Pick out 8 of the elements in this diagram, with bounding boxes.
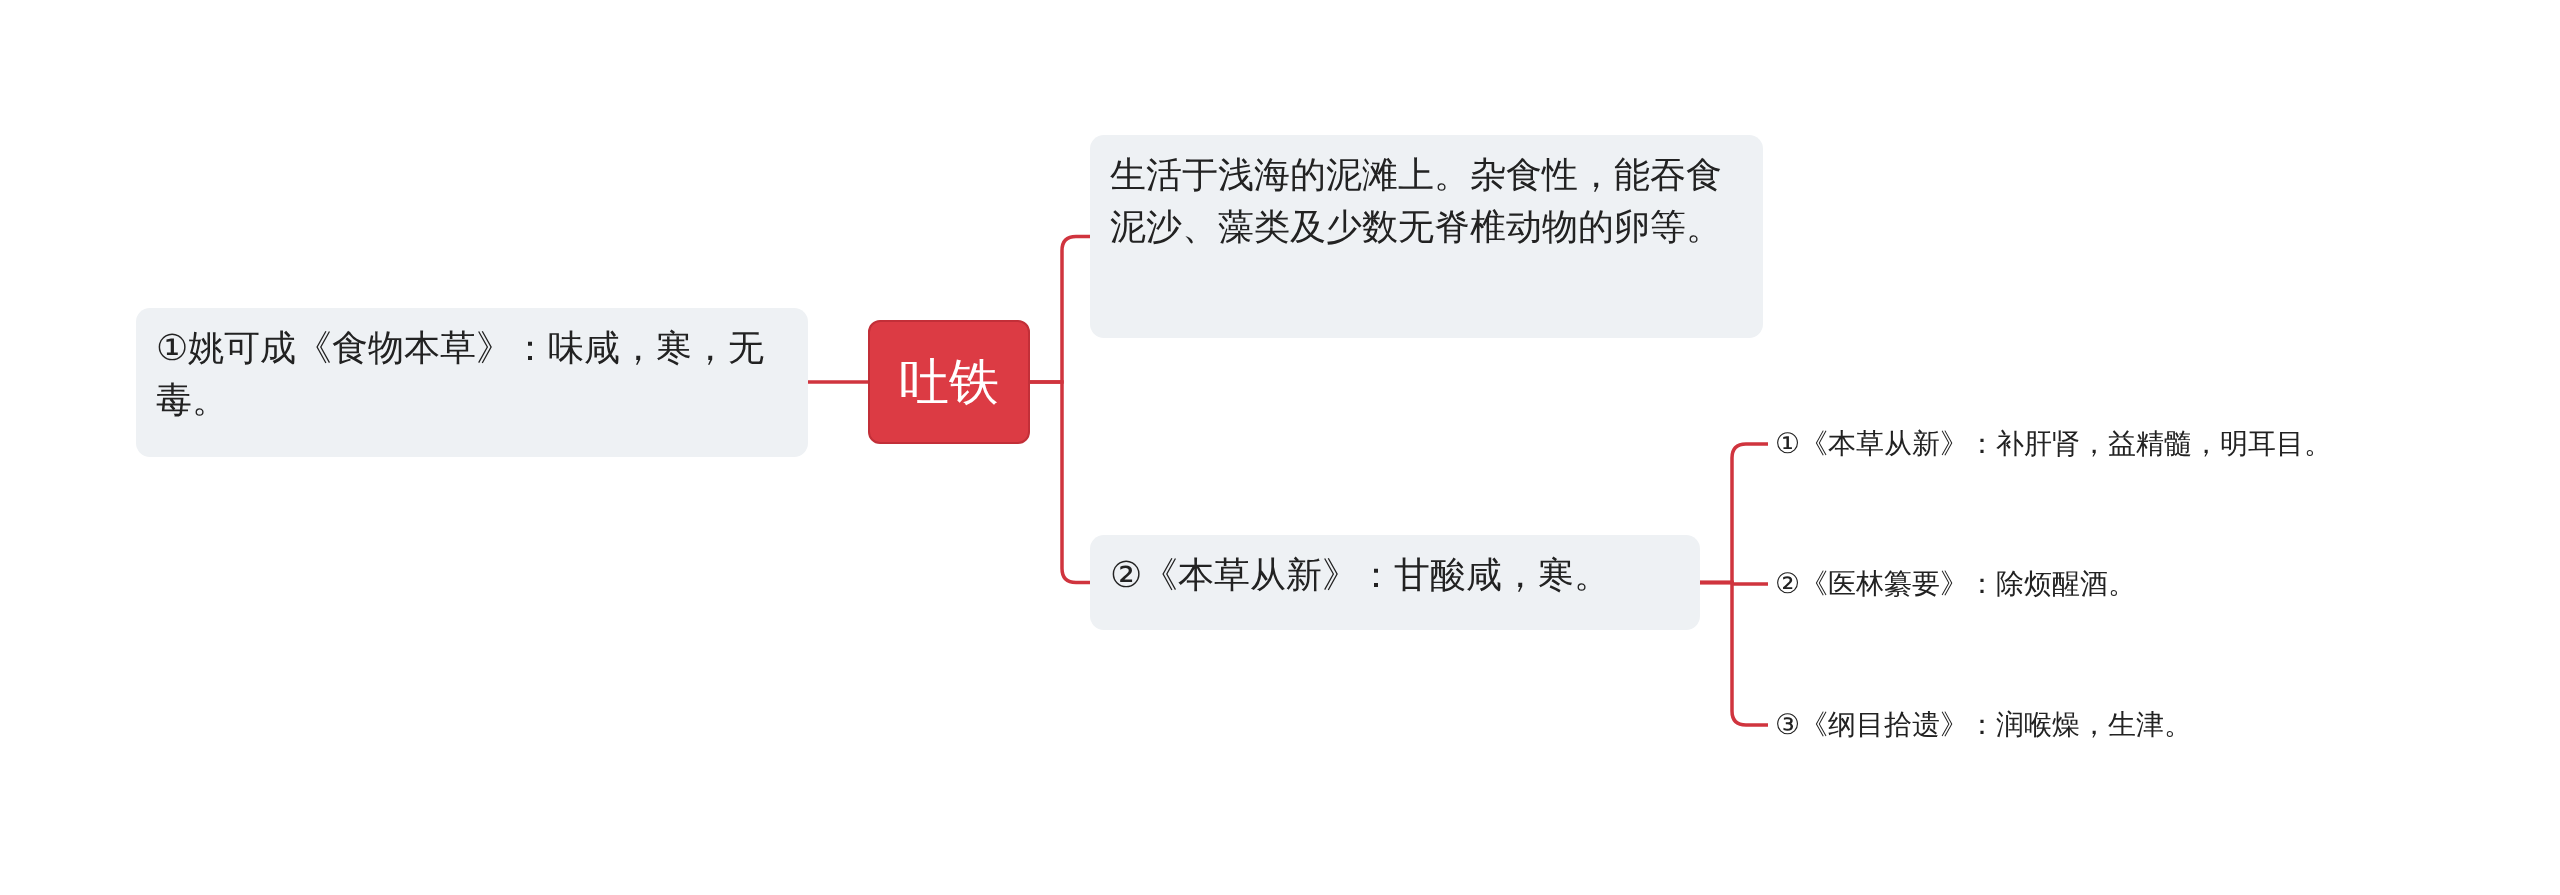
leaf-text: ①《本草从新》：补肝肾，益精髓，明耳目。 bbox=[1775, 424, 2333, 464]
subtopic-box: 生活于浅海的泥滩上。杂食性，能吞食泥沙、藻类及少数无脊椎动物的卵等。 bbox=[1090, 135, 1763, 338]
connector-line bbox=[808, 380, 868, 384]
subtopic-box: ①姚可成《食物本草》：味咸，寒，无毒。 bbox=[136, 308, 808, 457]
topic-box: 吐铁 bbox=[868, 320, 1030, 444]
leaf-text: ②《医林纂要》：除烦醒酒。 bbox=[1775, 564, 2137, 604]
leaf-text: ③《纲目拾遗》：润喉燥，生津。 bbox=[1775, 705, 2193, 745]
subtopic-box: ②《本草从新》：甘酸咸，寒。 bbox=[1090, 535, 1700, 630]
